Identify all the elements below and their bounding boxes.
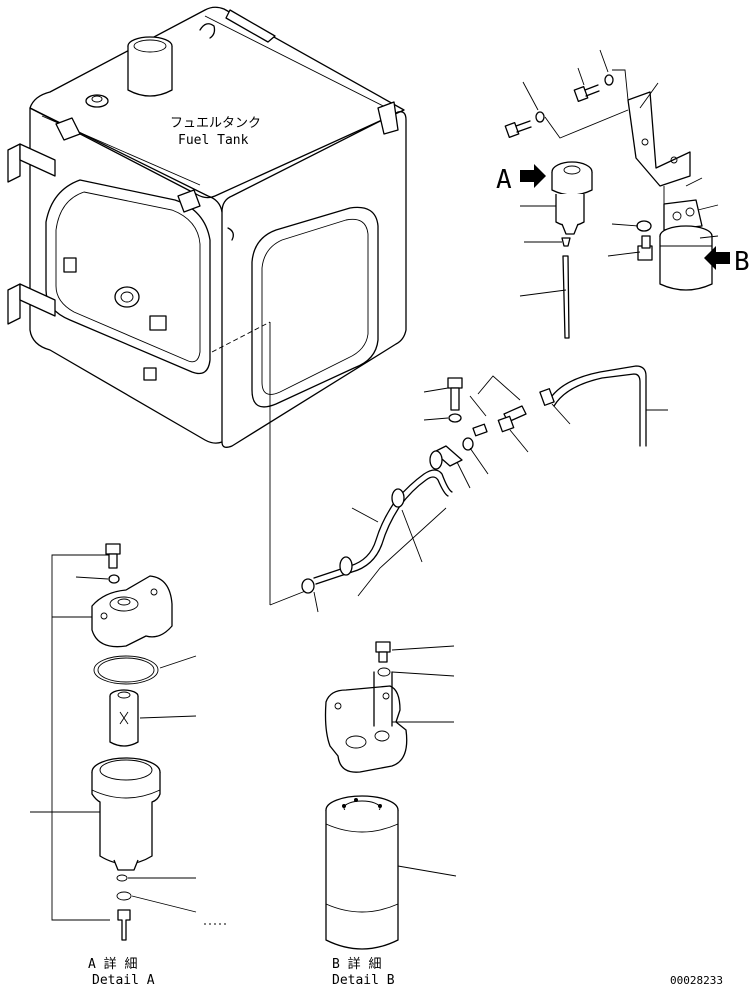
detail-b-title-jp: B 詳 細	[332, 956, 381, 972]
tank-label-jp: フュエルタンク	[170, 116, 261, 131]
detail-b-title-en: Detail B	[332, 973, 395, 985]
fuel-line-assembly	[301, 365, 668, 613]
bolt	[637, 235, 653, 261]
fuel-filter-b	[659, 199, 713, 291]
detail-a-title-en: Detail A	[92, 973, 155, 985]
drawing-number: 00028233	[670, 974, 723, 985]
detail-a-title-jp: A 詳 細	[88, 956, 137, 972]
fuel-tank: フュエルタンク Fuel Tank	[7, 6, 407, 606]
bolt	[573, 84, 600, 102]
detail-b-drawing: B 詳 細 Detail B	[324, 641, 457, 985]
view-marker-a: A	[496, 165, 512, 195]
filter-assembly-overview: A B	[496, 49, 750, 339]
detail-a-drawing: A 詳 細 Detail A	[30, 543, 226, 985]
view-arrow-a	[520, 164, 546, 188]
tank-label-en: Fuel Tank	[178, 133, 249, 148]
view-arrow-b	[704, 246, 730, 270]
fuel-filter-a	[551, 161, 593, 235]
bolt	[504, 120, 532, 138]
view-marker-b: B	[734, 247, 750, 277]
